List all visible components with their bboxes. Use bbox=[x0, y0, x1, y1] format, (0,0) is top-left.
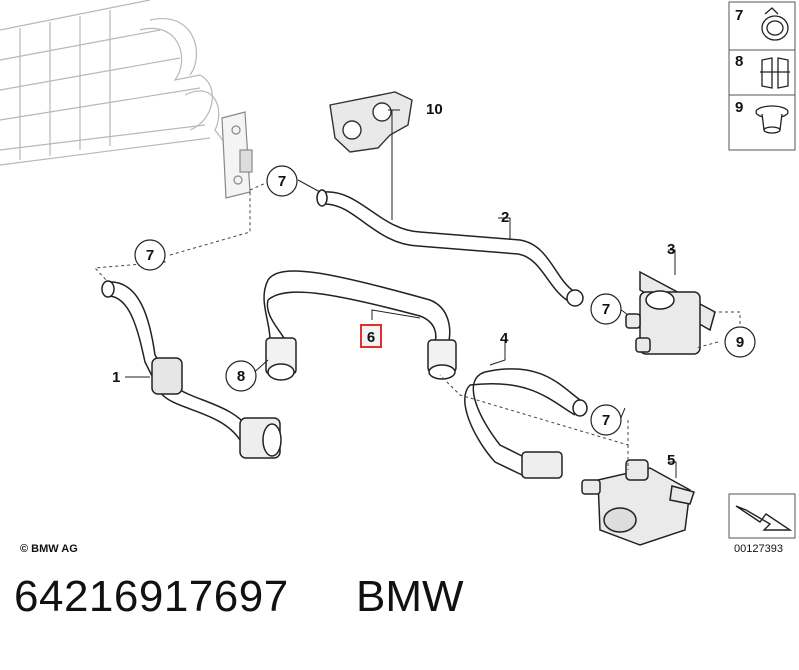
legend-panel: 7 8 9 bbox=[728, 1, 796, 151]
footer: 64216917697 BMW bbox=[14, 572, 784, 642]
valve-part-3 bbox=[625, 270, 716, 355]
direction-arrow-box bbox=[728, 493, 796, 539]
diagram-id: 00127393 bbox=[734, 543, 783, 555]
legend-9: 9 bbox=[735, 99, 743, 116]
callout-7-a: 7 bbox=[266, 165, 298, 197]
clip-icon bbox=[760, 57, 790, 89]
holder-part-10 bbox=[329, 91, 413, 153]
callout-10: 10 bbox=[426, 101, 443, 118]
callout-9: 9 bbox=[724, 326, 756, 358]
arrow-icon bbox=[735, 505, 793, 531]
dashed-guides bbox=[93, 181, 741, 470]
callout-6-highlight: 6 bbox=[360, 324, 382, 348]
hose-part-6 bbox=[263, 270, 457, 381]
pump-part-5 bbox=[581, 459, 695, 546]
callout-7-d: 7 bbox=[590, 404, 622, 436]
callout-1: 1 bbox=[112, 369, 120, 386]
heater-core bbox=[0, 0, 231, 166]
callout-8: 8 bbox=[225, 360, 257, 392]
callout-9-label: 9 bbox=[736, 334, 744, 351]
callout-7-a-label: 7 bbox=[278, 173, 286, 190]
callout-7-b: 7 bbox=[134, 239, 166, 271]
hose-part-1 bbox=[101, 280, 282, 459]
legend-7: 7 bbox=[735, 7, 743, 24]
legend-8: 8 bbox=[735, 53, 743, 70]
callout-6: 6 bbox=[367, 329, 375, 346]
hose-part-4 bbox=[464, 368, 588, 479]
pipe-bracket bbox=[221, 111, 253, 199]
callout-7-d-label: 7 bbox=[602, 412, 610, 429]
clamp-icon bbox=[761, 7, 789, 41]
parts-diagram: 7 7 7 7 8 9 10 2 3 4 5 1 6 7 8 9 bbox=[0, 0, 796, 555]
grommet-icon bbox=[755, 105, 789, 134]
callout-5: 5 bbox=[667, 452, 675, 469]
copyright-label: © BMW AG bbox=[20, 543, 78, 555]
brand-name: BMW bbox=[356, 572, 464, 621]
callout-3: 3 bbox=[667, 241, 675, 258]
part-number: 64216917697 bbox=[14, 572, 289, 621]
callout-7-c: 7 bbox=[590, 293, 622, 325]
callout-7-c-label: 7 bbox=[602, 301, 610, 318]
callout-8-label: 8 bbox=[237, 368, 245, 385]
hose-part-2 bbox=[316, 189, 584, 307]
callout-2: 2 bbox=[501, 209, 509, 226]
callout-4: 4 bbox=[500, 330, 509, 347]
callout-7-b-label: 7 bbox=[146, 247, 154, 264]
